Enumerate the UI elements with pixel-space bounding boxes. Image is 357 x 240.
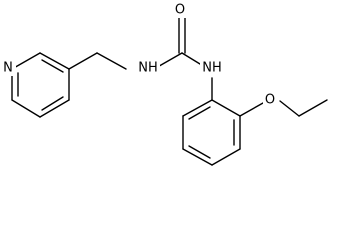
carbonyl-oxygen-label: O xyxy=(175,3,185,18)
atom-labels: O NH NH N O xyxy=(2,2,277,108)
double-bond-c2-c3 xyxy=(41,59,64,73)
pyridine-nitrogen-label: N xyxy=(3,61,13,76)
urea-group xyxy=(153,15,201,70)
bond-o-ch2 xyxy=(279,100,300,117)
bond-b3-b4 xyxy=(211,148,241,166)
bond-c3-ch2 xyxy=(68,52,98,70)
bond-b4-b5 xyxy=(182,148,213,166)
bond-carbonyl-nh xyxy=(181,52,201,65)
pyridine-ring xyxy=(11,52,70,118)
bond-n1-c2 xyxy=(11,52,41,70)
bond-c4-c5 xyxy=(39,99,70,118)
structure-diagram: O NH NH N O xyxy=(2,2,328,166)
amide-nitrogen-right-label: NH xyxy=(202,61,222,76)
benzene-ring xyxy=(182,99,241,166)
bond-ch2-nh xyxy=(96,52,127,70)
double-bond-b4-b5 xyxy=(188,145,211,159)
bond-c2-c3 xyxy=(39,52,70,70)
bond-b1-b2 xyxy=(211,99,241,117)
ether-oxygen-label: O xyxy=(265,93,275,108)
bond-ring-o xyxy=(239,102,264,117)
bond-c5-c6 xyxy=(11,99,41,118)
bond-b6-b1 xyxy=(182,99,213,117)
double-bond-b6-b1 xyxy=(188,106,211,120)
bond-ch2-ch3 xyxy=(298,99,328,117)
double-bond-c4-c5 xyxy=(41,96,64,111)
ethoxy-group xyxy=(239,99,328,117)
amide-nitrogen-left-label: NH xyxy=(138,61,158,76)
